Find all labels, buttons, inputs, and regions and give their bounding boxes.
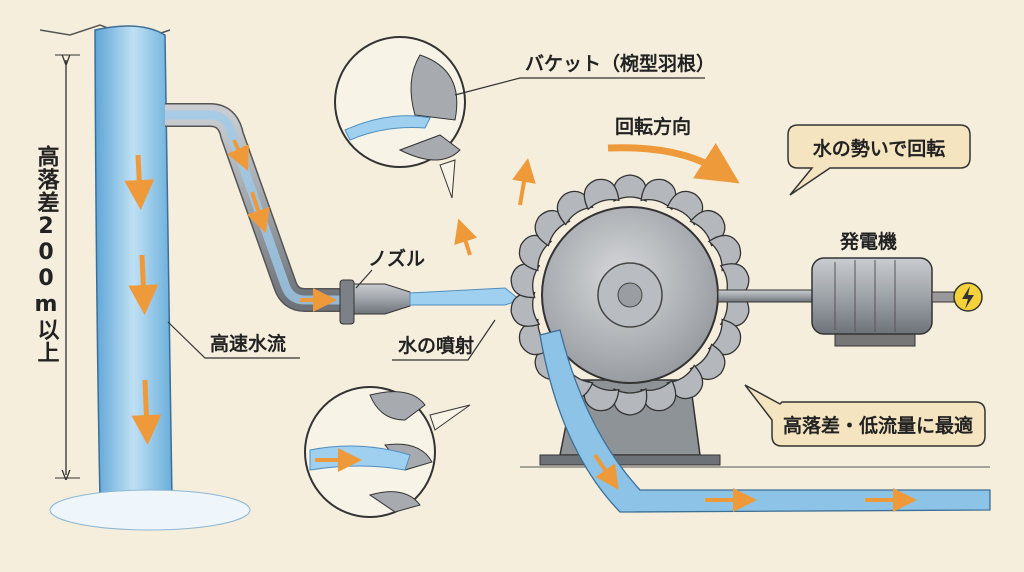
bucket xyxy=(556,190,594,226)
generator xyxy=(811,257,955,347)
bucket xyxy=(510,263,541,299)
tailwater-arrows xyxy=(593,453,917,512)
waterfall xyxy=(94,25,173,501)
bucket xyxy=(510,291,541,327)
rotation-direction-label: 回転方向 xyxy=(615,115,691,138)
bucket-closeup-top xyxy=(334,36,466,199)
bucket xyxy=(666,364,704,400)
bucket xyxy=(640,178,677,211)
bucket xyxy=(666,190,704,226)
bucket-label: バケット（椀型羽根） xyxy=(525,52,715,75)
high-speed-flow-label: 高速水流 xyxy=(210,332,286,355)
wheel-buckets xyxy=(510,174,750,416)
bucket xyxy=(707,318,742,356)
rotate-callout-text: 水の勢いで回転 xyxy=(813,137,945,160)
pipe-flow-arrows xyxy=(227,139,337,312)
splash-arrows xyxy=(454,158,536,256)
head-height-label: 高落差200m以上 xyxy=(34,144,60,364)
bucket xyxy=(612,388,648,416)
bucket xyxy=(583,379,620,412)
nozzle-label: ノズル xyxy=(368,247,425,270)
bucket xyxy=(518,234,553,272)
generator-label: 発電機 xyxy=(839,230,897,253)
best-for-callout-bubble xyxy=(744,384,986,447)
bucket xyxy=(707,234,742,272)
bucket xyxy=(583,178,620,211)
best-for-callout-text: 高落差・低流量に最適 xyxy=(783,414,973,437)
bucket xyxy=(640,379,677,412)
splash xyxy=(49,489,251,531)
water-jet xyxy=(409,287,522,306)
rotate-callout-bubble xyxy=(787,124,971,196)
nozzle xyxy=(339,279,411,325)
water-jet-label: 水の噴射 xyxy=(398,334,474,357)
bucket-closeup-bottom xyxy=(304,386,471,518)
shaft xyxy=(717,289,814,303)
bucket-leader-line xyxy=(454,77,705,96)
waterfall-arrows xyxy=(124,154,162,445)
bucket xyxy=(612,174,648,202)
tailwater xyxy=(539,329,991,513)
rotation-arrow xyxy=(607,142,740,184)
